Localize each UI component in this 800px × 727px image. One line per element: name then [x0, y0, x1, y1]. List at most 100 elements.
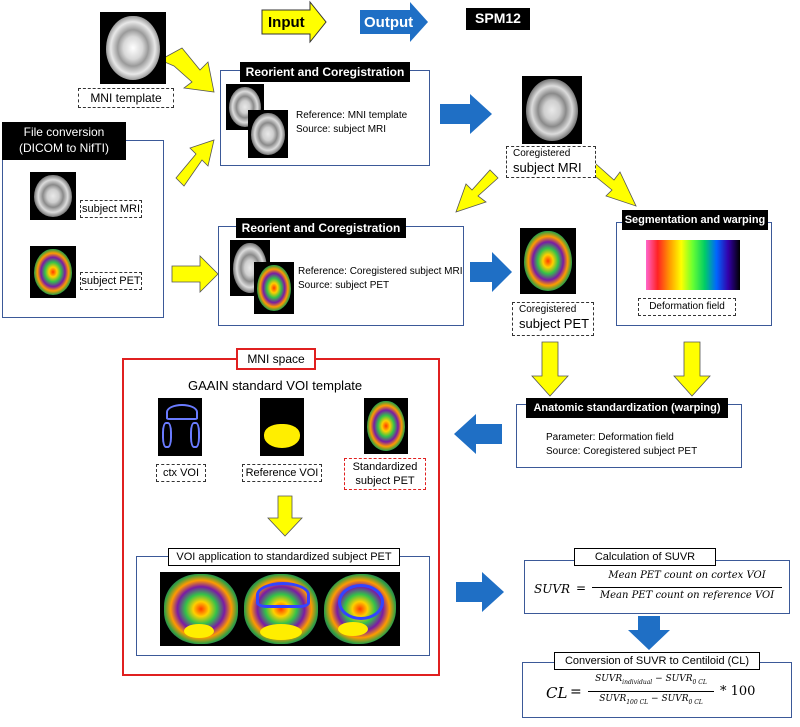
- ctx-voi-label: ctx VOI: [156, 464, 206, 482]
- ref-voi-overlay-1: [184, 624, 214, 638]
- legend-input-label: Input: [268, 14, 305, 31]
- segmentation-title: Segmentation and warping: [622, 210, 768, 230]
- file-conversion-line2: (DICOM to NifTI): [19, 141, 109, 155]
- yellow-arrow-pet-to-anatomic: [531, 341, 569, 397]
- mni-space-title: MNI space: [236, 348, 316, 370]
- coregistered-mri-image: [522, 76, 582, 144]
- blue-arrow-coreg2-out: [470, 252, 512, 292]
- subject-pet-label: subject PET: [80, 272, 142, 290]
- suvr-denominator: Mean PET count on reference VOI: [599, 590, 775, 601]
- coreg-pet-line1: Coregistered: [519, 304, 577, 315]
- standardized-pet-image: [364, 398, 408, 454]
- brain-pet-icon: [257, 265, 291, 311]
- ctx-voi-overlay-3: [338, 584, 384, 620]
- brain-mri-icon: [251, 113, 285, 155]
- coregistered-pet-image: [520, 228, 576, 294]
- yellow-arrow-mri-to-coreg2: [455, 169, 499, 213]
- reference-voi-label: Reference VOI: [242, 464, 322, 482]
- coregistered-mri-label: Coregistered subject MRI: [506, 146, 596, 178]
- coreg2-source: Source: subject PET: [298, 280, 390, 291]
- coreg2-reference: Reference: Coregistered subject MRI: [298, 266, 463, 277]
- std-pet-line1: Standardized: [352, 461, 418, 473]
- legend-output-arrow: [360, 2, 428, 42]
- ctx-voi-image: [158, 398, 202, 456]
- suvr-lhs: SUVR: [534, 582, 571, 596]
- brain-pet-icon: [524, 231, 572, 291]
- cl-num-b: SUVR: [665, 674, 693, 684]
- coreg2-title: Reorient and Coregistration: [236, 218, 406, 238]
- mni-template-image: [100, 12, 166, 84]
- coregistered-pet-label: Coregistered subject PET: [512, 302, 594, 336]
- centiloid-box: [522, 662, 792, 718]
- cl-num-a: SUVR: [595, 674, 623, 684]
- cl-numerator: SUVRindividual − SUVR0 CL: [595, 674, 707, 686]
- file-conversion-box: [2, 140, 164, 318]
- brain-pet-icon: [367, 401, 405, 451]
- blue-arrow-to-centiloid: [628, 616, 670, 650]
- yellow-arrow-mni-to-coreg: [159, 47, 215, 93]
- yellow-arrow-voi-down: [267, 495, 303, 537]
- cl-multiplier: * 100: [720, 684, 756, 699]
- blue-arrow-to-suvr: [456, 572, 504, 612]
- voi-application-title: VOI application to standardized subject …: [168, 548, 400, 566]
- coreg2-pet-front: [254, 262, 294, 314]
- standardized-pet-label: Standardized subject PET: [344, 458, 426, 490]
- cl-num-b-sub: 0 CL: [692, 678, 707, 686]
- centiloid-title: Conversion of SUVR to Centiloid (CL): [554, 652, 760, 670]
- anatomic-title: Anatomic standardization (warping): [526, 398, 728, 418]
- spm12-badge: SPM12: [466, 8, 530, 30]
- ctx-voi-overlay-2: [256, 582, 310, 608]
- suvr-fraction-bar: [592, 587, 782, 588]
- cl-lhs: CL: [546, 684, 568, 702]
- ctx-voi-left: [162, 422, 172, 448]
- brain-mri-icon: [526, 79, 578, 141]
- file-conversion-header: File conversion (DICOM to NifTI): [2, 122, 126, 160]
- cl-equals: =: [570, 684, 582, 700]
- deformation-field-image: [646, 240, 740, 290]
- voi-application-images: [160, 572, 400, 646]
- suvr-numerator: Mean PET count on cortex VOI: [608, 570, 766, 581]
- legend-output-label: Output: [364, 14, 414, 31]
- cl-den-b: SUVR: [661, 694, 689, 704]
- cl-den-a-sub: 100 CL: [626, 698, 649, 706]
- subject-pet-image: [30, 246, 76, 298]
- legend-input-arrow: [261, 0, 327, 44]
- suvr-title: Calculation of SUVR: [574, 548, 716, 566]
- cl-fraction-bar: [588, 691, 714, 692]
- ctx-voi-right: [190, 422, 200, 448]
- blue-arrow-coreg1-out: [440, 94, 492, 134]
- suvr-equals: =: [576, 581, 587, 595]
- cl-denominator: SUVR100 CL − SUVR0 CL: [599, 694, 703, 706]
- anatomic-parameter: Parameter: Deformation field: [546, 432, 674, 443]
- yellow-arrow-deform-to-anatomic: [673, 341, 711, 397]
- coreg-pet-line2: subject PET: [519, 316, 590, 331]
- coreg-mri-line2: subject MRI: [513, 160, 582, 175]
- yellow-arrow-pet-to-coreg2: [171, 255, 219, 293]
- reference-voi-image: [260, 398, 304, 456]
- coreg-mri-line1: Coregistered: [513, 148, 571, 159]
- ref-voi-overlay-2: [260, 624, 302, 640]
- yellow-arrow-file-to-coreg: [175, 139, 215, 187]
- blue-arrow-anatomic-out: [454, 414, 502, 454]
- ctx-voi-outline: [166, 404, 198, 420]
- coreg1-reference: Reference: MNI template: [296, 110, 408, 121]
- coreg1-source: Source: subject MRI: [296, 124, 387, 135]
- brain-mri-icon: [106, 16, 160, 80]
- suvr-formula: SUVR = Mean PET count on cortex VOI Mean…: [534, 570, 784, 610]
- anatomic-source: Source: Coregistered subject PET: [546, 446, 698, 457]
- deformation-field-label: Deformation field: [638, 298, 736, 316]
- centiloid-formula: CL = SUVRindividual − SUVR0 CL SUVR100 C…: [546, 674, 786, 716]
- std-pet-line2: subject PET: [355, 475, 415, 487]
- yellow-arrow-mri-to-seg: [589, 163, 637, 207]
- brain-pet-icon: [34, 249, 72, 295]
- coreg1-title: Reorient and Coregistration: [240, 62, 410, 82]
- reference-voi-shape: [264, 424, 300, 448]
- cl-den-b-sub: 0 CL: [688, 698, 703, 706]
- coreg1-mri-front: [248, 110, 288, 158]
- cl-num-a-sub: individual: [622, 678, 653, 686]
- ref-voi-overlay-3: [338, 622, 368, 636]
- cl-den-a: SUVR: [599, 694, 627, 704]
- voi-template-title: GAAIN standard VOI template: [188, 378, 363, 393]
- brain-mri-icon: [34, 175, 72, 217]
